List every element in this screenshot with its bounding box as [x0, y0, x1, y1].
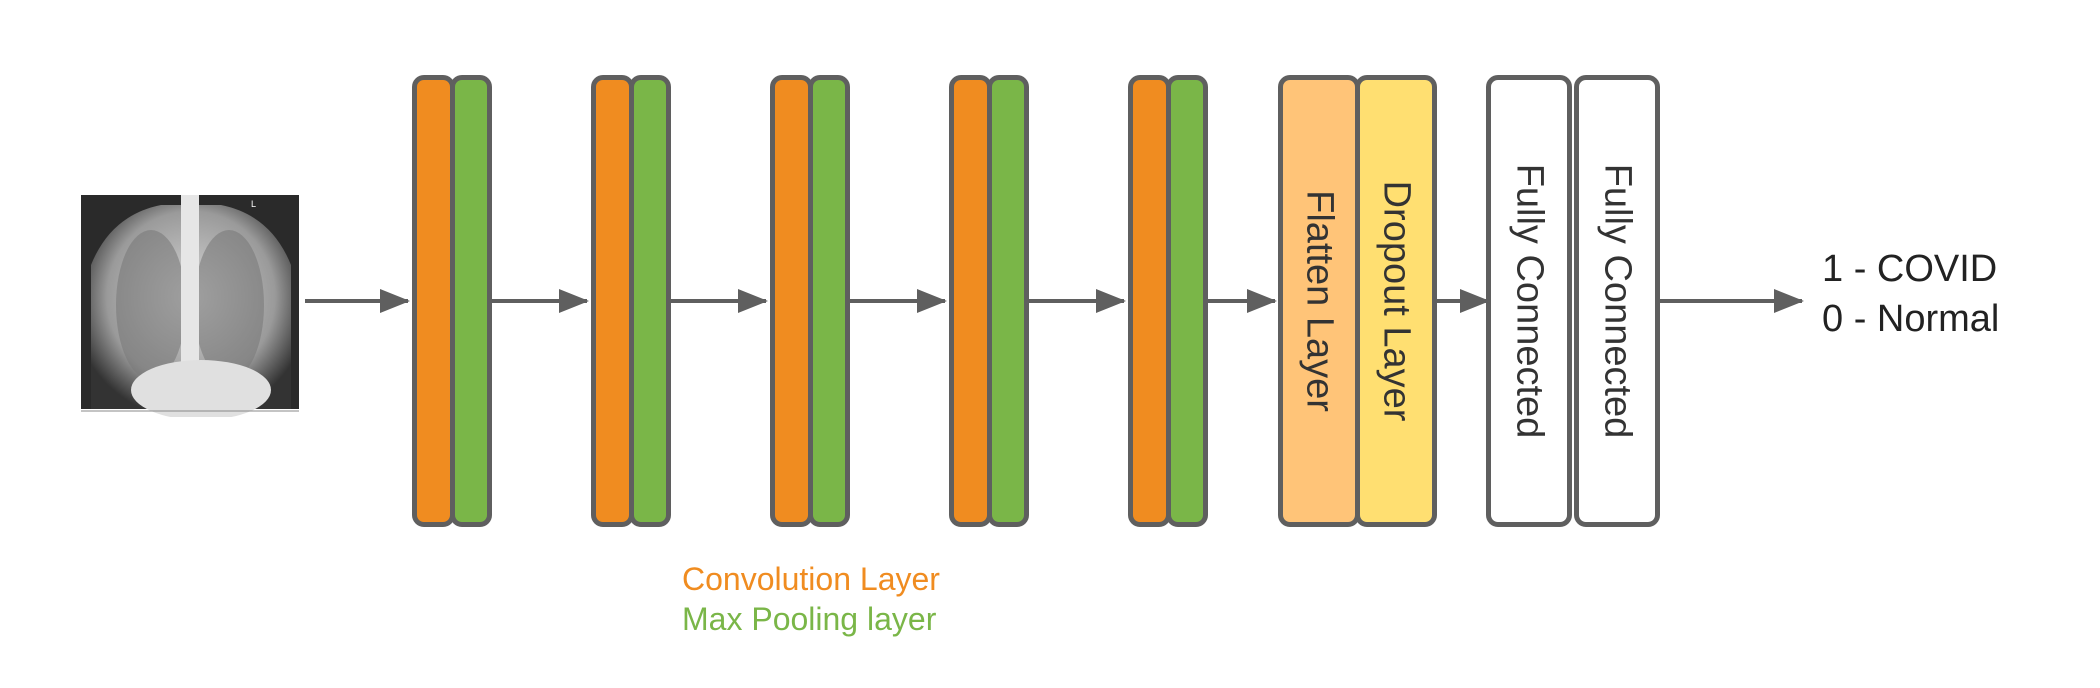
max-pooling-layer-1 — [450, 75, 492, 527]
flatten-layer: Flatten Layer — [1278, 75, 1360, 527]
legend-pooling: Max Pooling layer — [682, 601, 937, 637]
arrow-4 — [848, 289, 947, 313]
fully-connected-layer-1: Fully Connected — [1486, 75, 1572, 527]
arrow-output — [1660, 289, 1804, 313]
arrow-5 — [1027, 289, 1126, 313]
convolution-layer-1 — [412, 75, 455, 527]
convolution-layer-2 — [591, 75, 634, 527]
dropout-layer: Dropout Layer — [1355, 75, 1437, 527]
convolution-layer-4 — [949, 75, 992, 527]
max-pooling-layer-5 — [1166, 75, 1208, 527]
flatten-label: Flatten Layer — [1298, 190, 1341, 412]
fully-connected-layer-2: Fully Connected — [1574, 75, 1660, 527]
fc2-label: Fully Connected — [1596, 163, 1639, 439]
output-normal: 0 - Normal — [1822, 298, 2000, 340]
legend-convolution: Convolution Layer — [682, 561, 940, 597]
arrow-input — [305, 289, 410, 313]
arrow-7 — [1437, 289, 1490, 313]
svg-text:L: L — [251, 199, 256, 209]
fc1-label: Fully Connected — [1508, 163, 1551, 439]
max-pooling-layer-3 — [808, 75, 850, 527]
arrow-6 — [1206, 289, 1277, 313]
max-pooling-layer-2 — [629, 75, 671, 527]
chest-xray-image: L — [81, 195, 299, 417]
output-covid: 1 - COVID — [1822, 248, 1998, 290]
convolution-layer-5 — [1128, 75, 1171, 527]
arrow-2 — [490, 289, 589, 313]
dropout-label: Dropout Layer — [1375, 180, 1418, 422]
arrow-3 — [669, 289, 768, 313]
convolution-layer-3 — [770, 75, 813, 527]
max-pooling-layer-4 — [987, 75, 1029, 527]
